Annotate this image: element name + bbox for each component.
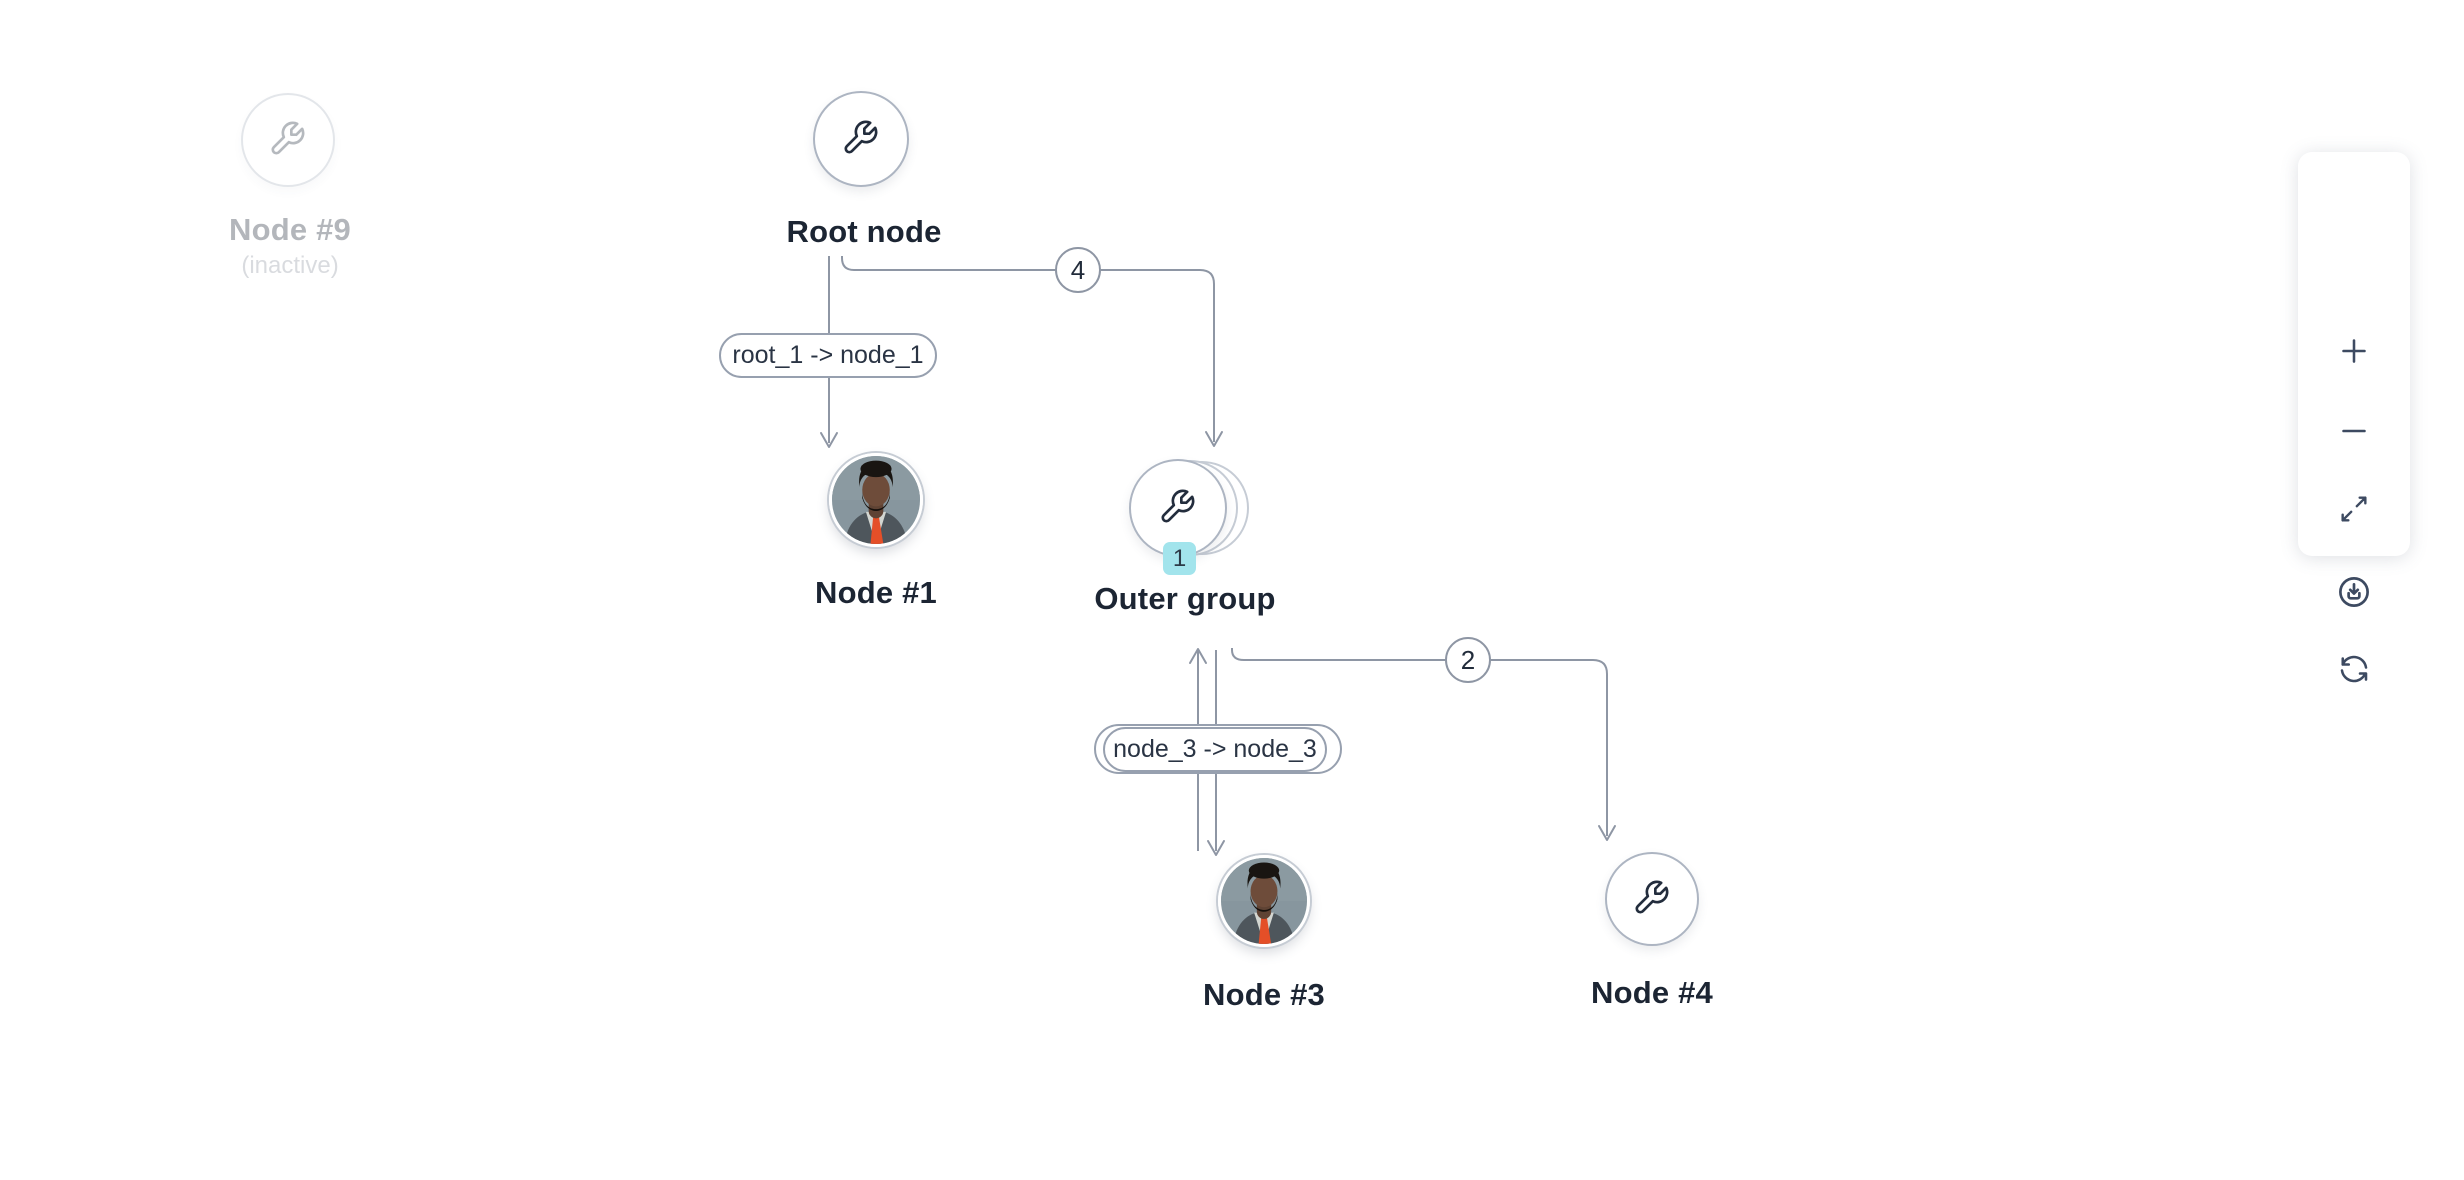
node-label: Node #1 bbox=[815, 575, 937, 610]
edge-count-badge-2: 2 bbox=[1445, 637, 1491, 683]
edge-outer-to-node4 bbox=[1231, 648, 1616, 841]
arrowhead-down bbox=[820, 432, 838, 448]
expand-icon bbox=[2341, 496, 2367, 522]
edge-count-badge-4: 4 bbox=[1055, 247, 1101, 293]
avatar-portrait bbox=[832, 456, 920, 544]
edge-label-node3-node3: node_3 -> node_3 bbox=[1103, 727, 1327, 772]
arrowhead-up bbox=[1189, 648, 1207, 664]
plus-icon bbox=[2342, 339, 2366, 363]
node-status: (inactive) bbox=[241, 252, 339, 279]
node-node9[interactable] bbox=[241, 93, 335, 187]
zoom-out-button[interactable] bbox=[2333, 410, 2375, 452]
node-label: Node #9 bbox=[229, 212, 351, 247]
zoom-toolbar bbox=[2298, 152, 2410, 683]
wrench-icon bbox=[841, 117, 881, 162]
group-count-badge: 1 bbox=[1163, 542, 1196, 575]
refresh-button[interactable] bbox=[2333, 648, 2375, 690]
node-label: Node #4 bbox=[1591, 975, 1713, 1010]
node-label: Root node bbox=[786, 214, 942, 249]
node-label: Outer group bbox=[1094, 581, 1276, 616]
minus-icon bbox=[2342, 429, 2366, 433]
edge-root-to-outer bbox=[841, 256, 1223, 447]
wrench-icon bbox=[268, 118, 308, 163]
node-label: Node #3 bbox=[1203, 977, 1325, 1012]
node-node4[interactable] bbox=[1605, 852, 1699, 946]
node-node3[interactable] bbox=[1218, 855, 1310, 947]
node-outer-group[interactable] bbox=[1129, 459, 1227, 557]
arrowhead-down bbox=[1205, 431, 1223, 447]
refresh-icon bbox=[2340, 655, 2368, 683]
avatar-portrait bbox=[1221, 858, 1307, 944]
zoom-in-button[interactable] bbox=[2333, 330, 2375, 372]
arrowhead-down bbox=[1207, 840, 1225, 856]
download-icon bbox=[2339, 577, 2369, 607]
edge-label-root1-node1: root_1 -> node_1 bbox=[719, 333, 937, 378]
node-root[interactable] bbox=[813, 91, 909, 187]
fit-view-button[interactable] bbox=[2333, 488, 2375, 530]
wrench-icon bbox=[1632, 877, 1672, 922]
download-button[interactable] bbox=[2333, 571, 2375, 613]
arrowhead-down bbox=[1598, 825, 1616, 841]
wrench-icon bbox=[1158, 486, 1198, 531]
node-node1[interactable] bbox=[829, 453, 923, 547]
